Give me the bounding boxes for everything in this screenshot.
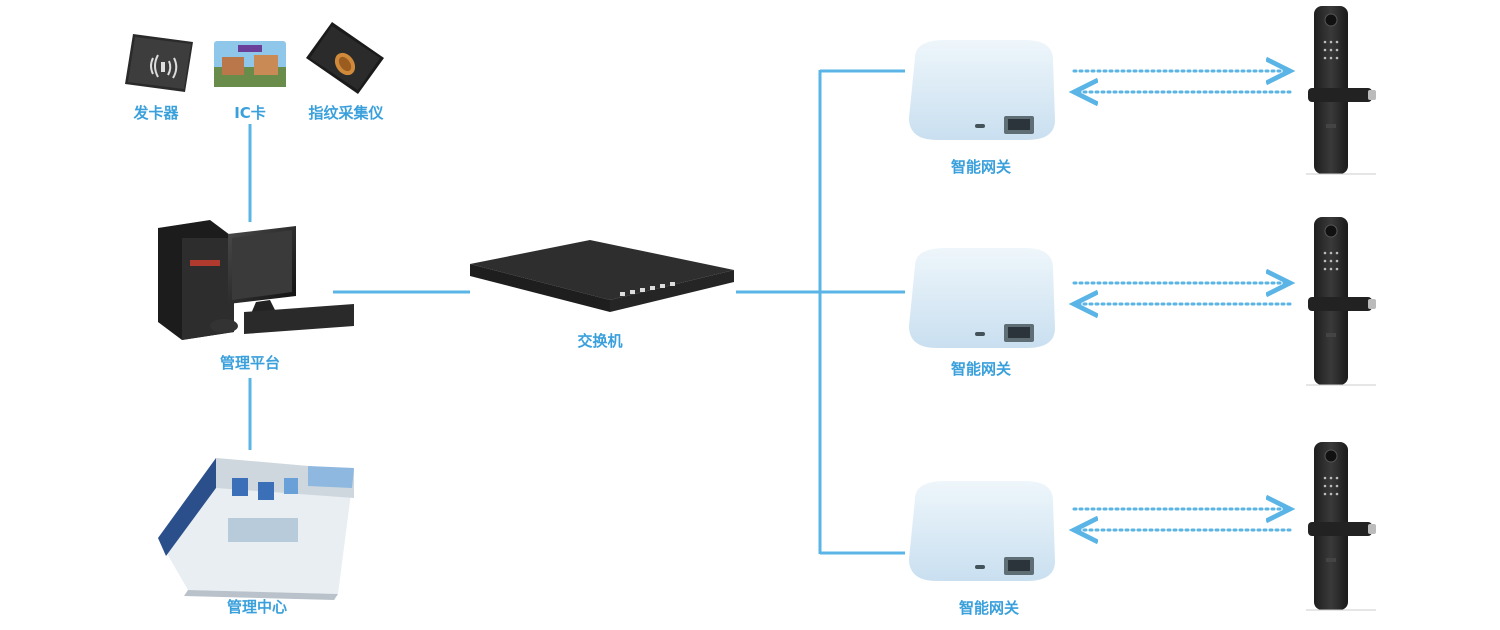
smart-gateway-icon <box>909 248 1055 348</box>
smart-gateway-icon <box>909 40 1055 140</box>
gateway-label-2: 智能网关 <box>950 360 1011 378</box>
gateway-label-1: 智能网关 <box>950 158 1011 176</box>
desktop-computer-icon <box>158 220 354 340</box>
wireless-arrows <box>1074 71 1290 530</box>
control-room-icon <box>158 458 354 600</box>
gateway-label-3: 智能网关 <box>958 599 1019 617</box>
switch-label: 交换机 <box>577 332 623 350</box>
smart-door-lock-icon <box>1306 442 1376 611</box>
fingerprint-label: 指纹采集仪 <box>308 104 384 122</box>
fingerprint-scanner-icon <box>306 22 384 94</box>
card-reader-icon <box>125 34 193 92</box>
smart-door-lock-icon <box>1306 217 1376 386</box>
ic-card-label: IC卡 <box>234 104 266 122</box>
network-switch-icon <box>470 240 734 312</box>
center-label: 管理中心 <box>226 598 287 616</box>
ic-card-icon <box>214 41 286 87</box>
platform-label: 管理平台 <box>219 354 280 372</box>
smart-gateway-icon <box>909 481 1055 581</box>
card-issuer-label: 发卡器 <box>133 104 179 122</box>
smart-door-lock-icon <box>1306 6 1376 175</box>
connection-lines <box>248 69 905 555</box>
